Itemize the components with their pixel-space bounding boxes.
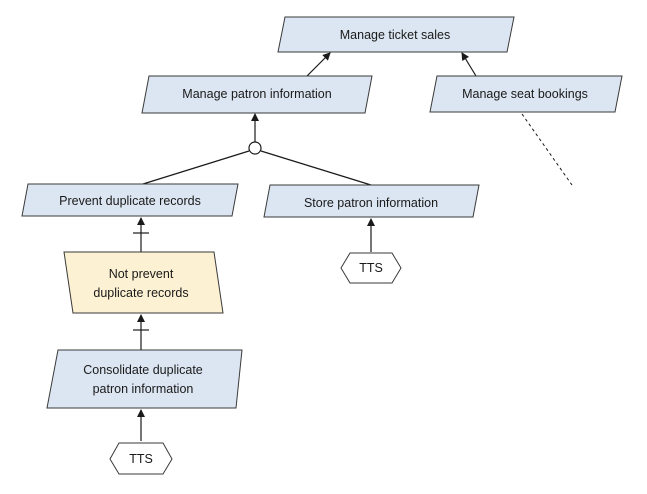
- link-seat-bookings-to-ticket-sales: [461, 52, 477, 77]
- dashed-refinement-seat-bookings: [521, 113, 573, 186]
- goal-label-line-2: patron information: [93, 382, 194, 396]
- goal-manage-ticket-sales: Manage ticket sales: [277, 16, 515, 53]
- goal-manage-patron-information: Manage patron information: [141, 75, 373, 114]
- link-refinement-store-patron: [260, 150, 372, 186]
- obstacle-not-prevent-duplicate-records: Not prevent duplicate records: [63, 251, 224, 314]
- agent-label: TTS: [359, 261, 383, 275]
- agent-label: TTS: [129, 452, 153, 466]
- goal-consolidate-duplicate-patron-information: Consolidate duplicate patron information: [46, 349, 243, 409]
- link-refinement-prevent-duplicates: [142, 150, 250, 185]
- refinement-node: [248, 141, 262, 155]
- link-patron-to-ticket-sales: [306, 52, 331, 77]
- goal-label: Prevent duplicate records: [59, 194, 201, 208]
- agent-tts-store: TTS: [340, 252, 402, 284]
- goal-label: Manage seat bookings: [462, 87, 588, 101]
- goal-label: Manage ticket sales: [340, 28, 450, 42]
- goal-label: Manage patron information: [182, 87, 331, 101]
- goal-prevent-duplicate-records: Prevent duplicate records: [21, 183, 239, 217]
- agent-tts-consolidate: TTS: [109, 442, 173, 475]
- obstacle-label-line-1: Not prevent: [109, 267, 174, 281]
- goal-manage-seat-bookings: Manage seat bookings: [429, 75, 623, 113]
- obstacle-label-line-2: duplicate records: [93, 286, 188, 300]
- goal-label-line-1: Consolidate duplicate: [83, 363, 203, 377]
- goal-store-patron-information: Store patron information: [263, 184, 480, 218]
- goal-label: Store patron information: [304, 196, 438, 210]
